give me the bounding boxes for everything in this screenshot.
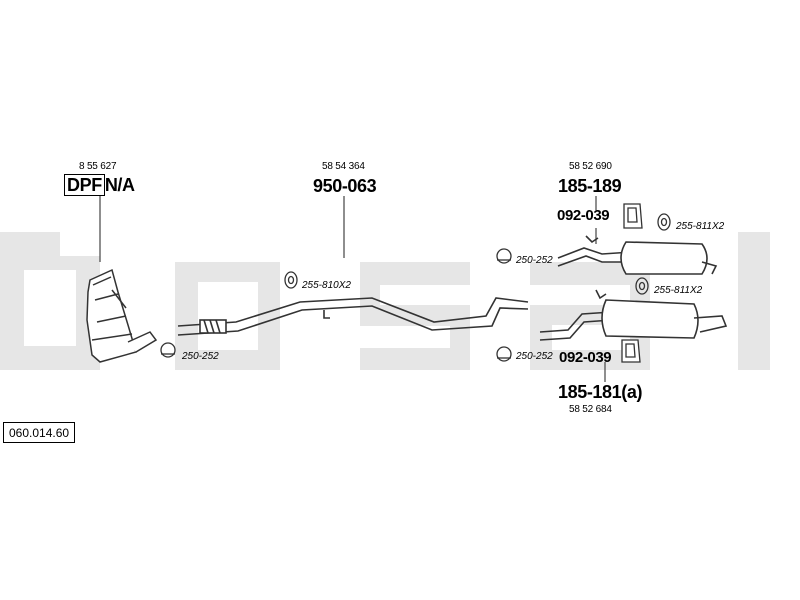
rear-silencer-upper [557,235,718,275]
dpf-boxed-label: DPF [64,174,105,196]
dpf-oe-number: 8 55 627 [79,161,117,172]
clamp-rear-upper-label: 250-252 [516,255,553,266]
dpf-status: N/A [104,175,135,195]
mount-upper-part-number: 092-039 [557,207,610,224]
clamp-front [160,342,176,358]
rear-silencer-lower [539,289,728,341]
clamp-front-label: 250-252 [182,351,219,362]
rear-upper-oe-number: 58 52 690 [569,161,612,172]
rear-lower-oe-number: 58 52 684 [569,404,612,415]
mid-pipe [177,297,529,336]
mid-pipe-part-number: 950-063 [313,176,377,196]
gasket-mid-label: 255-810X2 [302,280,351,291]
leader-lines [99,196,606,382]
mount-lower-part-number: 092-039 [559,349,612,366]
watermark-logo [0,232,770,370]
clamp-rear-lower-label: 250-252 [516,351,553,362]
gasket-rear-upper-label: 255-811X2 [676,221,725,232]
clamp-rear-upper [496,248,512,264]
clamp-rear-lower [496,346,512,362]
gasket-rear-upper [657,213,671,231]
gasket-mid [284,271,298,289]
rear-upper-part-number: 185-189 [558,176,622,196]
gasket-rear-lower-label: 255-811X2 [654,285,703,296]
diagram-reference-number: 060.014.60 [3,422,76,443]
mid-pipe-oe-number: 58 54 364 [322,161,365,172]
rubber-mount-upper [623,203,643,229]
gasket-rear-lower [635,277,649,295]
rubber-mount-lower [621,339,641,363]
dpf-unit [86,268,158,363]
rear-lower-part-number: 185-181(a) [558,382,643,402]
